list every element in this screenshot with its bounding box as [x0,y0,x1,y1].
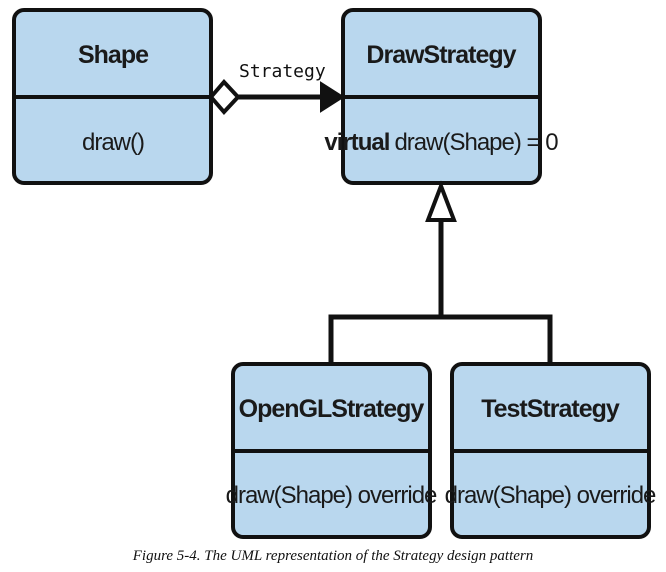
figure-caption: Figure 5-4. The UML representation of th… [132,548,534,564]
inheritance-tree [328,180,553,364]
class-opengl-strategy: OpenGLStrategy draw(Shape) override [226,362,438,539]
class-test-strategy: TestStrategy draw(Shape) override [445,362,657,539]
aggregation-association: Strategy [208,61,345,115]
class-draw-strategy-name: DrawStrategy [366,41,516,69]
inheritance-branch-line [328,314,553,364]
class-shape: Shape draw() [12,8,213,185]
generalization-triangle-icon [425,180,457,222]
class-shape-name: Shape [78,41,149,69]
class-opengl-strategy-method: draw(Shape) override [226,482,437,509]
class-shape-method: draw() [82,129,144,156]
class-opengl-strategy-name: OpenGLStrategy [239,395,425,423]
draw-strategy-method-signature: draw(Shape) = 0 [394,129,558,156]
aggregation-diamond-icon [208,79,241,115]
virtual-keyword: virtual [324,129,389,156]
class-test-strategy-name: TestStrategy [481,395,620,423]
navigability-arrowhead-icon [320,81,345,113]
association-label: Strategy [239,61,326,82]
class-test-strategy-method: draw(Shape) override [445,482,656,509]
